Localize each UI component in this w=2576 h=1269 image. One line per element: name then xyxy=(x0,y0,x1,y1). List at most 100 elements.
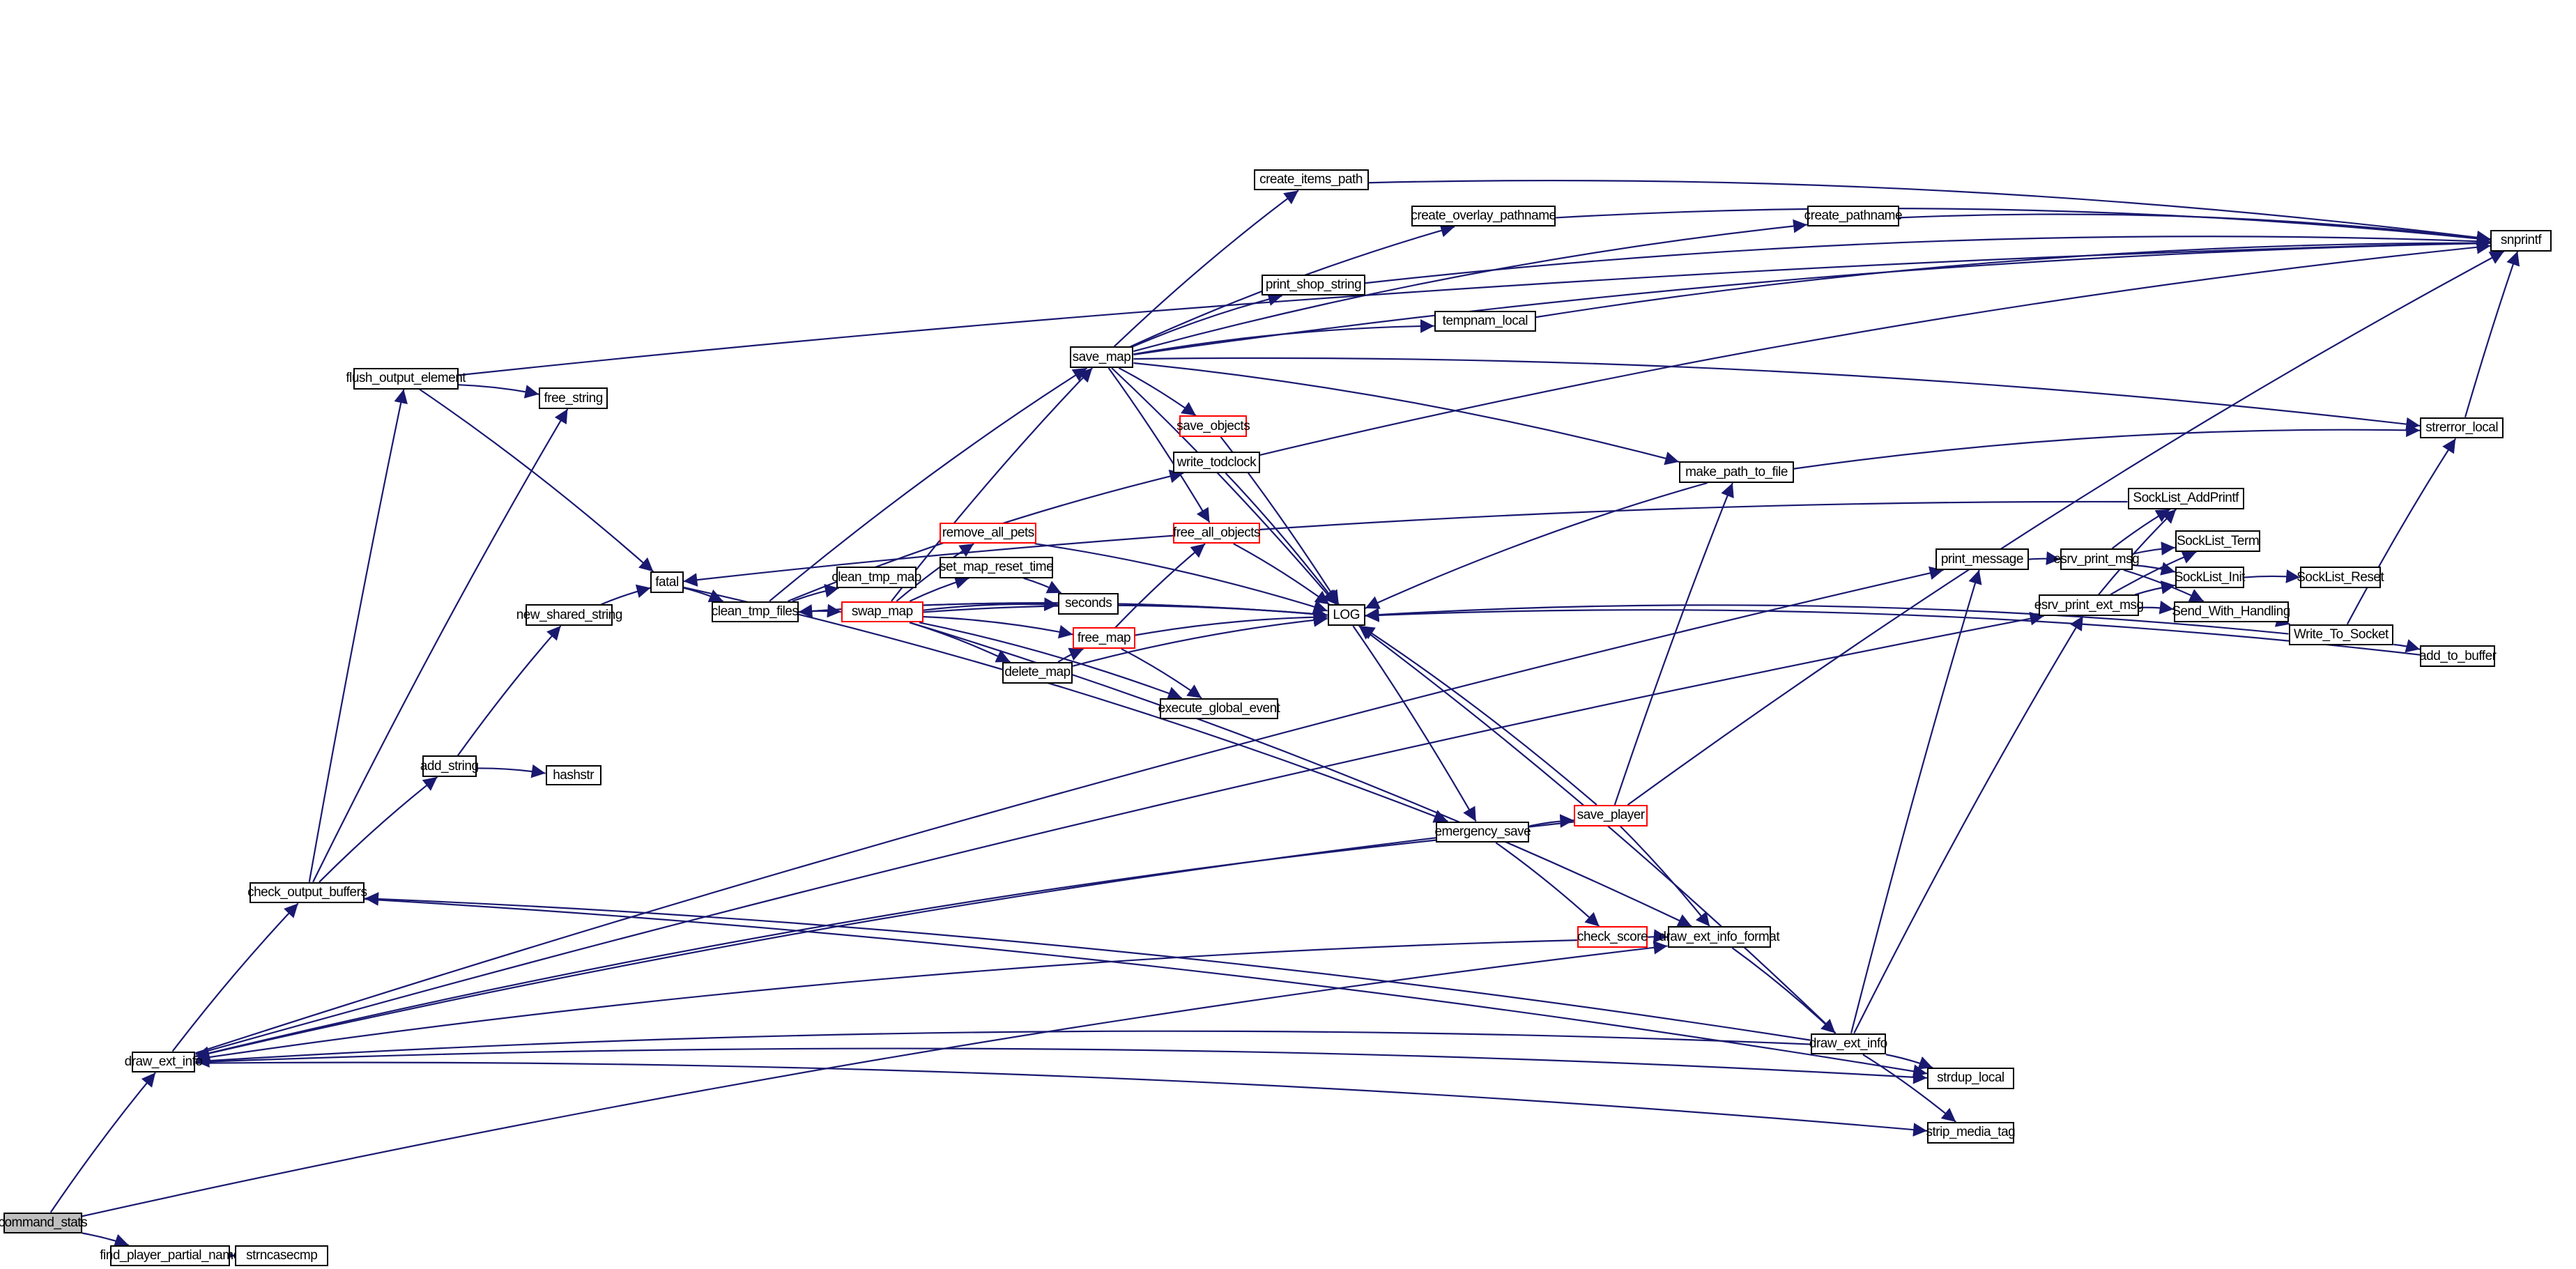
node-socklist-term[interactable]: SockList_Term xyxy=(2175,530,2261,552)
edge-save_player-to-make_path_to_file xyxy=(1613,482,1734,806)
node-log[interactable]: LOG xyxy=(1327,604,1365,626)
edge-emergency_save-to-draw_ext_info_l xyxy=(195,839,1436,1060)
edge-clean_tmp_files-to-save_map xyxy=(769,367,1088,602)
node-clean-tmp-files[interactable]: clean_tmp_files xyxy=(711,601,799,623)
edge-save_map-to-save_objects xyxy=(1118,367,1197,417)
edge-draw_ext_info_r-to-draw_ext_info_l xyxy=(195,1030,1811,1068)
edge-save_map-to-snprintf xyxy=(1133,236,2491,355)
edge-send_with_handling-to-write_to_socket xyxy=(2274,613,2290,627)
node-save-map[interactable]: save_map xyxy=(1069,346,1134,368)
edge-free_map-to-log xyxy=(1135,610,1328,636)
edge-save_map-to-make_path_to_file xyxy=(1133,362,1680,466)
edge-save_map-to-create_pathname xyxy=(1133,219,1807,353)
edge-esrv_print_msg-to-socklist_addprintf xyxy=(2111,508,2171,550)
edge-draw_ext_info_r-to-check_output_buffers xyxy=(365,892,1811,1041)
edge-save_map-to-strerror_local xyxy=(1133,357,2421,431)
node-strncasecmp[interactable]: strncasecmp xyxy=(235,1245,329,1267)
node-add-to-buffer[interactable]: add_to_buffer xyxy=(2419,645,2497,667)
node-fatal[interactable]: fatal xyxy=(650,571,684,593)
node-set-map-reset-time[interactable]: set_map_reset_time xyxy=(940,557,1054,578)
edge-save_map-to-create_items_path xyxy=(1113,190,1299,348)
node-snprintf[interactable]: snprintf xyxy=(2490,230,2552,252)
edge-create_overlay_pathname-to-snprintf xyxy=(1556,208,2491,246)
edge-tempnam_local-to-snprintf xyxy=(1535,236,2491,318)
node-save-player[interactable]: save_player xyxy=(1574,805,1648,826)
edge-socklist_init-to-socklist_reset xyxy=(2244,569,2301,583)
edge-save_player-to-snprintf xyxy=(1627,250,2505,806)
node-create-items-path[interactable]: create_items_path xyxy=(1253,169,1369,191)
edge-print_shop_string-to-snprintf xyxy=(1365,234,2491,284)
node-emergency-save[interactable]: emergency_save xyxy=(1434,821,1531,843)
node-free-map[interactable]: free_map xyxy=(1073,627,1135,649)
edge-set_map_reset_time-to-seconds xyxy=(1023,577,1062,594)
node-free-string[interactable]: free_string xyxy=(539,387,608,409)
edge-esrv_print_ext_msg-to-socklist_term xyxy=(2110,551,2197,596)
node-create-pathname[interactable]: create_pathname xyxy=(1804,205,1903,227)
node-execute-global-event[interactable]: execute_global_event xyxy=(1158,698,1280,720)
edge-save_player-to-log xyxy=(1360,625,1597,806)
node-strip-media-tag[interactable]: strip_media_tag xyxy=(1926,1121,2016,1144)
node-add-string[interactable]: add_string xyxy=(420,755,479,777)
node-clean-tmp-map[interactable]: clean_tmp_map xyxy=(831,567,921,588)
edge-add_string-to-hashstr xyxy=(476,764,546,778)
edge-remove_all_pets-to-log xyxy=(1034,543,1328,614)
edge-log-to-emergency_save xyxy=(1352,625,1477,822)
edge-draw_ext_info_r-to-strip_media_tag xyxy=(1862,1054,1956,1123)
node-draw-ext-info-l[interactable]: draw_ext_info xyxy=(125,1051,203,1073)
node-hashstr[interactable]: hashstr xyxy=(545,765,601,785)
node-write-todclock[interactable]: write_todclock xyxy=(1173,452,1260,473)
node-draw-ext-info-r[interactable]: draw_ext_info xyxy=(1809,1033,1887,1055)
edge-write_to_socket-to-log xyxy=(1365,604,2289,635)
node-new-shared-string[interactable]: new_shared_string xyxy=(516,604,622,626)
node-socklist-reset[interactable]: SockList_Reset xyxy=(2297,567,2384,588)
edge-esrv_print_ext_msg-to-socklist_init xyxy=(2135,580,2176,596)
edge-swap_map-to-delete_map xyxy=(909,622,1011,663)
edge-command_stats-to-draw_ext_info_l xyxy=(49,1072,156,1213)
edge-add_string-to-new_shared_string xyxy=(457,625,562,756)
node-flush-output-element[interactable]: flush_output_element xyxy=(346,368,466,390)
edge-save_map-to-log xyxy=(1111,367,1337,606)
edge-swap_map-to-draw_ext_info_format xyxy=(909,622,1692,928)
node-create-overlay-pathname[interactable]: create_overlay_pathname xyxy=(1411,205,1556,227)
node-make-path-to-file[interactable]: make_path_to_file xyxy=(1679,461,1794,483)
node-strdup-local[interactable]: strdup_local xyxy=(1926,1068,2014,1089)
edge-check_output_buffers-to-flush_output_element xyxy=(308,389,408,882)
node-esrv-print-ext-msg[interactable]: esrv_print_ext_msg xyxy=(2034,594,2144,616)
edge-check_score-to-draw_ext_info_l xyxy=(195,939,1577,1064)
edge-create_items_path-to-snprintf xyxy=(1368,179,2491,245)
node-check-output-buffers[interactable]: check_output_buffers xyxy=(247,882,367,904)
edge-swap_map-to-free_map xyxy=(923,615,1073,639)
edge-write_to_socket-to-add_to_buffer xyxy=(2393,639,2421,653)
node-tempnam-local[interactable]: tempnam_local xyxy=(1434,310,1536,332)
node-free-all-objects[interactable]: free_all_objects xyxy=(1173,522,1261,544)
node-seconds[interactable]: seconds xyxy=(1058,592,1119,615)
node-socklist-addprintf[interactable]: SockList_AddPrintf xyxy=(2127,488,2244,509)
edge-emergency_save-to-check_score xyxy=(1495,842,1600,928)
edge-write_todclock-to-snprintf xyxy=(1259,240,2491,456)
node-esrv-print-msg[interactable]: esrv_print_msg xyxy=(2053,548,2140,570)
edge-draw_ext_info_r-to-strdup_local xyxy=(1885,1054,1933,1070)
edge-esrv_print_msg-to-socklist_term xyxy=(2132,541,2175,556)
node-socklist-init[interactable]: SockList_Init xyxy=(2175,567,2245,588)
node-print-shop-string[interactable]: print_shop_string xyxy=(1262,274,1365,296)
edge-clean_tmp_files-to-clean_tmp_map xyxy=(792,584,839,602)
node-check-score[interactable]: check_score xyxy=(1577,926,1648,948)
node-print-message[interactable]: print_message xyxy=(1935,548,2030,570)
edge-draw_ext_info_format-to-draw_ext_info_r xyxy=(1731,947,1837,1034)
node-draw-ext-info-format[interactable]: draw_ext_info_format xyxy=(1659,926,1780,948)
node-find-player-partial-name[interactable]: find_player_partial_name xyxy=(100,1245,240,1267)
edge-save_map-to-print_shop_string xyxy=(1132,292,1282,348)
node-save-objects[interactable]: save_objects xyxy=(1176,415,1250,437)
edge-flush_output_element-to-free_string xyxy=(458,384,539,399)
node-strerror-local[interactable]: strerror_local xyxy=(2420,417,2504,439)
node-delete-map[interactable]: delete_map xyxy=(1002,661,1073,684)
edge-free_all_objects-to-log xyxy=(1233,543,1331,606)
node-write-to-socket[interactable]: Write_To_Socket xyxy=(2288,624,2394,646)
edge-make_path_to_file-to-strerror_local xyxy=(1793,423,2421,470)
node-remove-all-pets[interactable]: remove_all_pets xyxy=(940,522,1037,544)
node-send-with-handling[interactable]: Send_With_Handling xyxy=(2172,601,2290,623)
node-swap-map[interactable]: swap_map xyxy=(841,601,923,623)
node-command-stats[interactable]: command_stats xyxy=(0,1212,88,1234)
